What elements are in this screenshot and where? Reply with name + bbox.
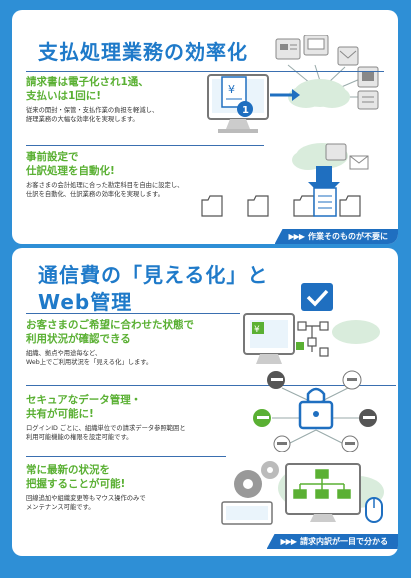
banner-arrows: ▶▶▶ (280, 537, 298, 546)
s2-item2-heading-line2: 共有が可能に! (26, 408, 94, 420)
s2-item1-heading-line2: 利用状況が確認できる (26, 333, 131, 345)
section-efficiency-card: 支払処理業務の効率化 (12, 10, 398, 244)
section-visualization-card: 通信費の「見える化」と Web管理 ¥ お客さまのご (12, 248, 398, 556)
section2-banner-text: 請求内訳が一目で分かる (300, 537, 388, 546)
s2-item3-body-line2: メンテナンス可能です。 (26, 504, 95, 511)
item1-body-line1: 従来の開封・保管・支払作業の負担を軽減し、 (26, 107, 159, 114)
s2-item1-heading-line1: お客さまのご希望に合わせた状態で (26, 319, 194, 331)
s2-item2-body-line2: 利用可能機能の権限を設定可能です。 (26, 434, 133, 441)
item2-heading-line2: 仕訳処理を自動化! (26, 165, 115, 177)
mouse-icon (365, 497, 383, 523)
key-icon (267, 371, 285, 389)
section1-item1: 請求書は電子化され1通、支払いは1回に! 従来の開封・保管・支払作業の負担を軽減… (26, 75, 158, 124)
checkbox-icon (301, 283, 333, 311)
payment-illustration: ¥ 1 (207, 35, 379, 133)
section2-title-line2: Web管理 (38, 290, 133, 314)
item1-heading-line1: 請求書は電子化され1通、 (26, 76, 149, 88)
section1-title: 支払処理業務の効率化 (38, 40, 248, 64)
s2-item1-body-line1: 組織、拠点や用途毎など、 (26, 350, 102, 357)
folder-icon (201, 195, 223, 217)
folders-illustration (201, 143, 369, 217)
section2-item2: セキュアなデータ管理・共有が可能に! ログインID ごとに、組織単位での請求デー… (26, 393, 186, 442)
s2-item3-body-line1: 回線追加や組織変更等もマウス操作のみで (26, 495, 146, 502)
item2-heading-line1: 事前設定で (26, 151, 79, 163)
key-icon (341, 435, 359, 452)
key-icon (273, 435, 291, 452)
s2-item2-body-line1: ログインID ごとに、組織単位での請求データ参照範囲と (26, 425, 186, 432)
section2-divider-mid2 (26, 456, 226, 457)
section2-title-line1: 通信費の「見える化」と (38, 263, 269, 287)
section2-banner: ▶▶▶請求内訳が一目で分かる (266, 534, 398, 549)
dashboard-illustration: ¥ (243, 313, 380, 364)
key-icon (253, 409, 271, 427)
section2-divider-top (26, 313, 240, 314)
item2-body-line2: 仕訳を自動化、仕訳業務の効率化を実現します。 (26, 191, 164, 198)
section1-item2: 事前設定で仕訳処理を自動化! お客さまの会計処理に合った勘定科目を自由に設定し、… (26, 150, 183, 199)
s2-item2-heading-line1: セキュアなデータ管理・ (26, 394, 142, 406)
count-badge: 1 (242, 105, 249, 116)
org-illustration (221, 461, 384, 525)
security-illustration (253, 370, 377, 452)
yen-symbol: ¥ (228, 83, 235, 96)
section2-item1: お客さまのご希望に合わせた状態で利用状況が確認できる 組織、拠点や用途毎など、 W… (26, 318, 194, 367)
section2-item3: 常に最新の状況を把握することが可能! 回線追加や組織変更等もマウス操作のみでメン… (26, 463, 146, 512)
s2-item3-heading-line2: 把握することが可能! (26, 478, 126, 490)
section1-divider-top (26, 71, 384, 72)
item1-heading-line2: 支払いは1回に! (26, 90, 102, 102)
gear-icon (261, 461, 279, 479)
section1-divider-mid (26, 145, 264, 146)
item1-body-line2: 経理業務の大幅な効率化を実現します。 (26, 116, 139, 123)
folder-icon (247, 195, 269, 217)
section1-banner-text: 作業そのものが不要に (308, 232, 388, 241)
s2-item3-heading-line1: 常に最新の状況を (26, 464, 110, 476)
gear-icon (234, 470, 262, 498)
key-icon (342, 370, 362, 390)
folder-icon (293, 195, 315, 217)
item2-body-line1: お客さまの会計処理に合った勘定科目を自由に設定し、 (26, 182, 184, 189)
yen-symbol: ¥ (254, 325, 260, 335)
folder-icon (339, 195, 361, 217)
section1-banner: ▶▶▶作業そのものが不要に (274, 229, 398, 244)
key-icon (359, 409, 377, 427)
s2-item1-body-line2: Web上でご利用状況を「見える化」します。 (26, 359, 153, 366)
section2-divider-mid1 (26, 385, 396, 386)
banner-arrows: ▶▶▶ (288, 232, 306, 241)
